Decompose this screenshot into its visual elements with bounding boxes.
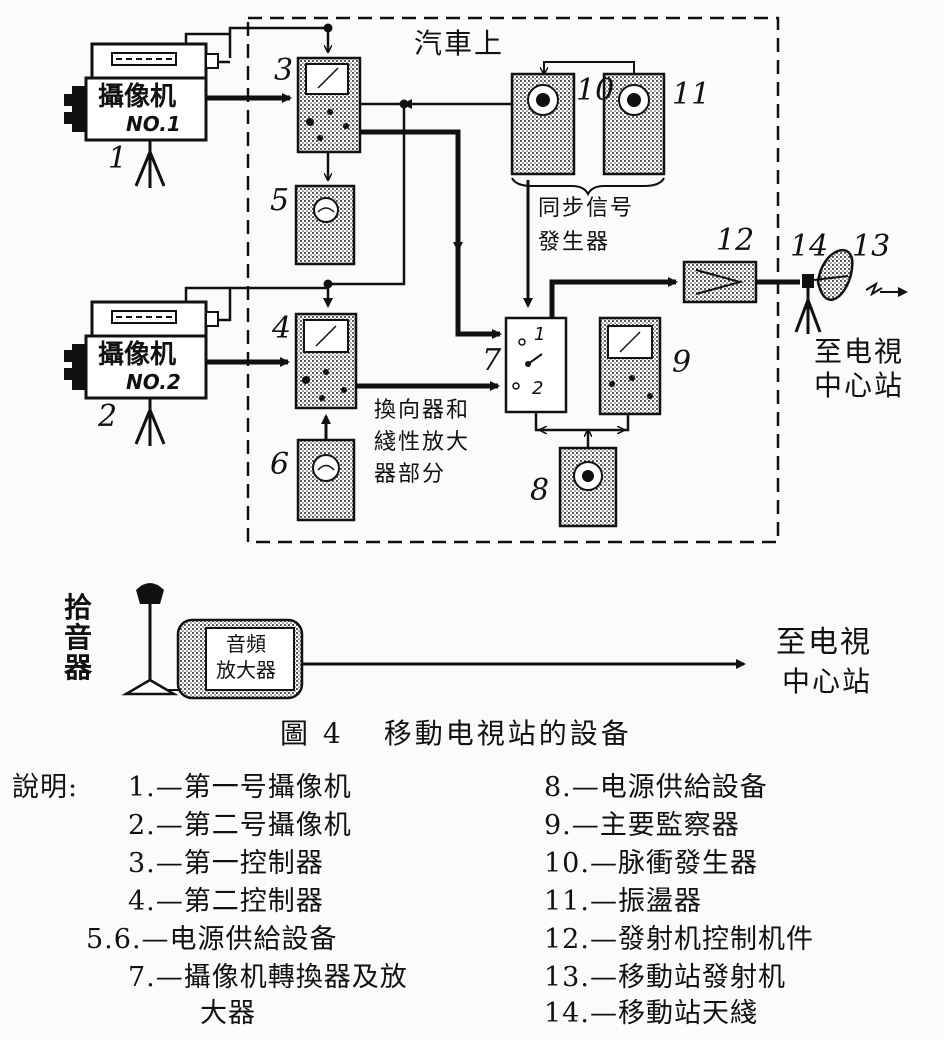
to-center-bottom-line1: 至电視 [776, 625, 872, 660]
sync-label-line1: 同步信号 [538, 196, 635, 221]
number-11: 11 [672, 77, 711, 112]
controller-1 [296, 56, 362, 154]
switcher-label-line3: 器部分 [374, 462, 447, 487]
number-7: 7 [482, 343, 502, 378]
camera-2-subtitle: NO.2 [126, 370, 181, 394]
controller-2 [294, 312, 358, 410]
figure-number: 圖 4 [280, 717, 344, 750]
sync-label-line2: 發生器 [538, 230, 611, 255]
to-center-top-line1: 至电視 [814, 335, 905, 368]
number-9: 9 [672, 345, 692, 380]
legend-right-1: 8.—电源供給設备 [544, 772, 768, 803]
switch-position-1: 1 [534, 324, 546, 345]
legend-left-3: 3.—第一控制器 [128, 848, 324, 879]
antenna-dish [794, 248, 908, 334]
number-13: 13 [852, 229, 891, 264]
equipment-diagram [64, 16, 908, 700]
switcher-label-line1: 換向器和 [374, 398, 471, 423]
camera-1-body [64, 42, 219, 188]
legend-right-5: 12.—發射机控制机件 [544, 924, 814, 955]
camera-1-subtitle: NO.1 [126, 112, 181, 136]
legend-left-5: 5.6.—电源供給設备 [86, 924, 338, 955]
transmitter-control-12 [682, 260, 758, 304]
figure-caption: 圖 4 移動电視站的設备 [280, 712, 632, 752]
audio-amplifier-box [176, 618, 304, 700]
number-3: 3 [274, 53, 294, 88]
power-supply-8 [558, 446, 618, 528]
power-supply-5 [294, 184, 356, 266]
on-vehicle-label: 汽車上 [414, 27, 505, 60]
number-5: 5 [270, 183, 290, 218]
legend-right-3: 10.—脉衝發生器 [544, 848, 758, 879]
legend-right-2: 9.—主要監察器 [544, 810, 740, 841]
to-center-top-line2: 中心站 [814, 369, 905, 402]
mic-label-3: 器 [64, 651, 93, 684]
microphone [121, 583, 179, 696]
pulse-generator-10 [510, 72, 576, 176]
power-supply-6 [296, 438, 356, 522]
number-14: 14 [790, 229, 829, 264]
camera-1-title: 攝像机 [98, 82, 177, 112]
camera-2-body [64, 300, 219, 446]
signal-lines [150, 23, 800, 691]
mic-label-2: 音 [64, 621, 93, 654]
switch-position-2: 2 [532, 378, 544, 399]
legend-heading: 說明: [12, 772, 79, 803]
audio-amp-label-2: 放大器 [216, 658, 276, 682]
switcher-label-line2: 綫性放大 [374, 430, 471, 455]
figure-title: 移動电視站的設备 [383, 717, 632, 750]
legend-left-2: 2.—第二号攝像机 [128, 810, 352, 841]
legend-left-7: 大器 [200, 998, 256, 1029]
number-4: 4 [272, 311, 292, 346]
legend-left-1: 1.—第一号攝像机 [128, 772, 352, 803]
number-6: 6 [270, 447, 290, 482]
main-monitor-9 [598, 316, 662, 416]
audio-amp-label-1: 音頻 [226, 632, 266, 656]
number-2: 2 [98, 399, 118, 434]
number-1: 1 [108, 141, 128, 176]
number-10: 10 [576, 73, 615, 108]
to-center-bottom-line2: 中心站 [782, 665, 873, 698]
legend-left-4: 4.—第二控制器 [128, 886, 324, 917]
legend-right-7: 14.—移動站天綫 [544, 998, 758, 1029]
legend-right-4: 11.—振盪器 [544, 886, 702, 917]
oscillator-11 [602, 72, 666, 176]
number-12: 12 [716, 223, 755, 258]
number-8: 8 [530, 473, 550, 508]
mic-label-1: 拾 [64, 591, 93, 624]
legend-right-6: 13.—移動站發射机 [544, 962, 786, 993]
camera-2-title: 攝像机 [98, 340, 177, 370]
legend-left-6: 7.—攝像机轉換器及放 [128, 962, 408, 993]
